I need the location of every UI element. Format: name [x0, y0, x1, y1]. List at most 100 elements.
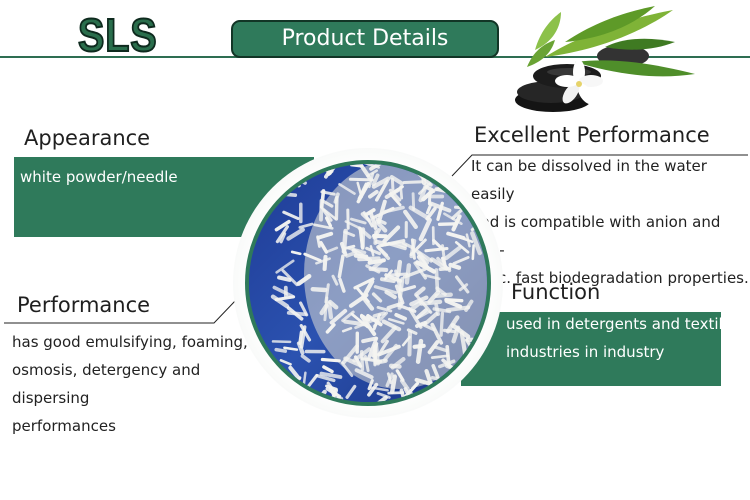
- needle-crystal: [375, 217, 387, 225]
- needle-crystal: [299, 301, 309, 317]
- needle-crystal: [420, 322, 436, 332]
- needle-crystal: [386, 301, 404, 310]
- needle-crystal: [448, 395, 468, 401]
- brand-logo: SLS: [77, 8, 158, 62]
- needle-crystal: [274, 347, 288, 353]
- needle-crystal: [366, 336, 379, 361]
- needle-crystal: [371, 176, 391, 189]
- needle-crystal: [470, 231, 483, 256]
- needle-crystal: [367, 258, 386, 265]
- text-line: It can be dissolved in the water easily: [471, 157, 707, 203]
- needle-crystal: [365, 264, 381, 274]
- needle-crystal: [324, 164, 337, 179]
- needle-crystal: [418, 217, 432, 242]
- needle-crystal: [367, 379, 374, 391]
- needle-crystal: [384, 290, 397, 300]
- needle-crystal: [418, 182, 429, 203]
- needle-crystal: [279, 232, 287, 244]
- needle-crystal: [430, 354, 450, 359]
- needle-crystal: [444, 298, 463, 309]
- needle-crystal: [459, 331, 468, 356]
- needle-crystal: [371, 292, 383, 303]
- needle-crystal: [360, 314, 377, 336]
- needle-crystal: [303, 252, 322, 262]
- needle-crystal: [350, 164, 364, 168]
- needle-crystal: [430, 322, 444, 345]
- needle-crystal: [319, 371, 343, 379]
- needle-crystal: [327, 246, 339, 253]
- needle-crystal: [367, 172, 375, 189]
- needle-crystal: [353, 253, 369, 259]
- needle-crystal: [368, 189, 379, 199]
- needle-crystal: [319, 240, 329, 254]
- needle-crystal: [434, 292, 453, 299]
- needle-crystal: [425, 202, 433, 215]
- needle-crystal: [299, 325, 307, 349]
- needle-crystal: [441, 256, 448, 271]
- needle-crystal: [400, 285, 417, 292]
- needle-crystal: [347, 246, 367, 255]
- needle-crystal: [298, 330, 304, 346]
- needle-crystal: [427, 340, 440, 355]
- needle-crystal: [341, 327, 353, 333]
- needle-crystal: [369, 386, 389, 392]
- needle-crystal: [388, 192, 402, 207]
- needle-crystal: [320, 357, 341, 363]
- needle-crystal: [446, 231, 466, 240]
- needle-crystal: [385, 372, 394, 388]
- needle-crystal: [357, 256, 381, 262]
- needle-crystal: [451, 325, 461, 344]
- needle-crystal: [326, 381, 341, 400]
- needle-crystal: [288, 365, 302, 381]
- needle-crystal: [357, 226, 372, 239]
- needle-crystal: [394, 240, 408, 249]
- needle-crystal: [416, 251, 430, 265]
- needle-crystal: [393, 185, 404, 193]
- needle-crystal: [380, 326, 397, 344]
- needle-crystal: [389, 272, 409, 277]
- needle-crystal: [407, 330, 413, 357]
- needle-crystal: [321, 199, 334, 208]
- text-line: used in detergents and textile: [506, 315, 732, 333]
- needle-crystal: [331, 274, 339, 286]
- needle-crystal: [286, 227, 305, 241]
- needle-crystal: [354, 368, 374, 380]
- needle-crystal: [368, 210, 378, 230]
- needle-crystal: [348, 177, 374, 182]
- needle-crystal: [434, 303, 440, 317]
- needle-crystal: [275, 259, 295, 274]
- needle-crystal: [353, 277, 375, 290]
- needle-crystal: [455, 275, 470, 294]
- needle-crystal: [431, 364, 440, 379]
- needle-crystal: [433, 345, 449, 353]
- needle-crystal: [329, 308, 348, 325]
- needle-crystal: [371, 206, 395, 220]
- needle-crystal: [271, 340, 292, 344]
- needle-crystal: [364, 208, 376, 217]
- needle-crystal: [327, 299, 339, 310]
- needle-crystal: [376, 199, 387, 224]
- needle-crystal: [357, 182, 369, 201]
- needle-crystal: [365, 246, 382, 256]
- needle-crystal: [343, 319, 367, 327]
- needle-crystal: [316, 231, 334, 240]
- text-line: has good emulsifying, foaming,: [12, 333, 248, 351]
- function-text: used in detergents and textile industrie…: [506, 310, 736, 366]
- needle-crystal: [323, 296, 329, 322]
- appearance-heading: Appearance: [24, 126, 151, 150]
- product-image: [245, 160, 491, 406]
- needle-crystal: [395, 369, 405, 382]
- needle-crystal: [319, 198, 324, 222]
- needle-crystal: [456, 381, 476, 402]
- needle-crystal: [290, 250, 302, 256]
- needle-crystal: [448, 262, 462, 270]
- needle-crystal: [275, 225, 290, 244]
- needle-crystal: [338, 277, 346, 293]
- needle-crystal: [422, 312, 439, 327]
- needle-crystal: [403, 209, 418, 230]
- needle-crystal: [286, 306, 304, 321]
- appearance-text: white powder/needle: [20, 168, 178, 186]
- function-heading: Function: [511, 280, 601, 304]
- function-bar: [461, 312, 721, 386]
- stones-leaves-flower-image: [515, 6, 695, 112]
